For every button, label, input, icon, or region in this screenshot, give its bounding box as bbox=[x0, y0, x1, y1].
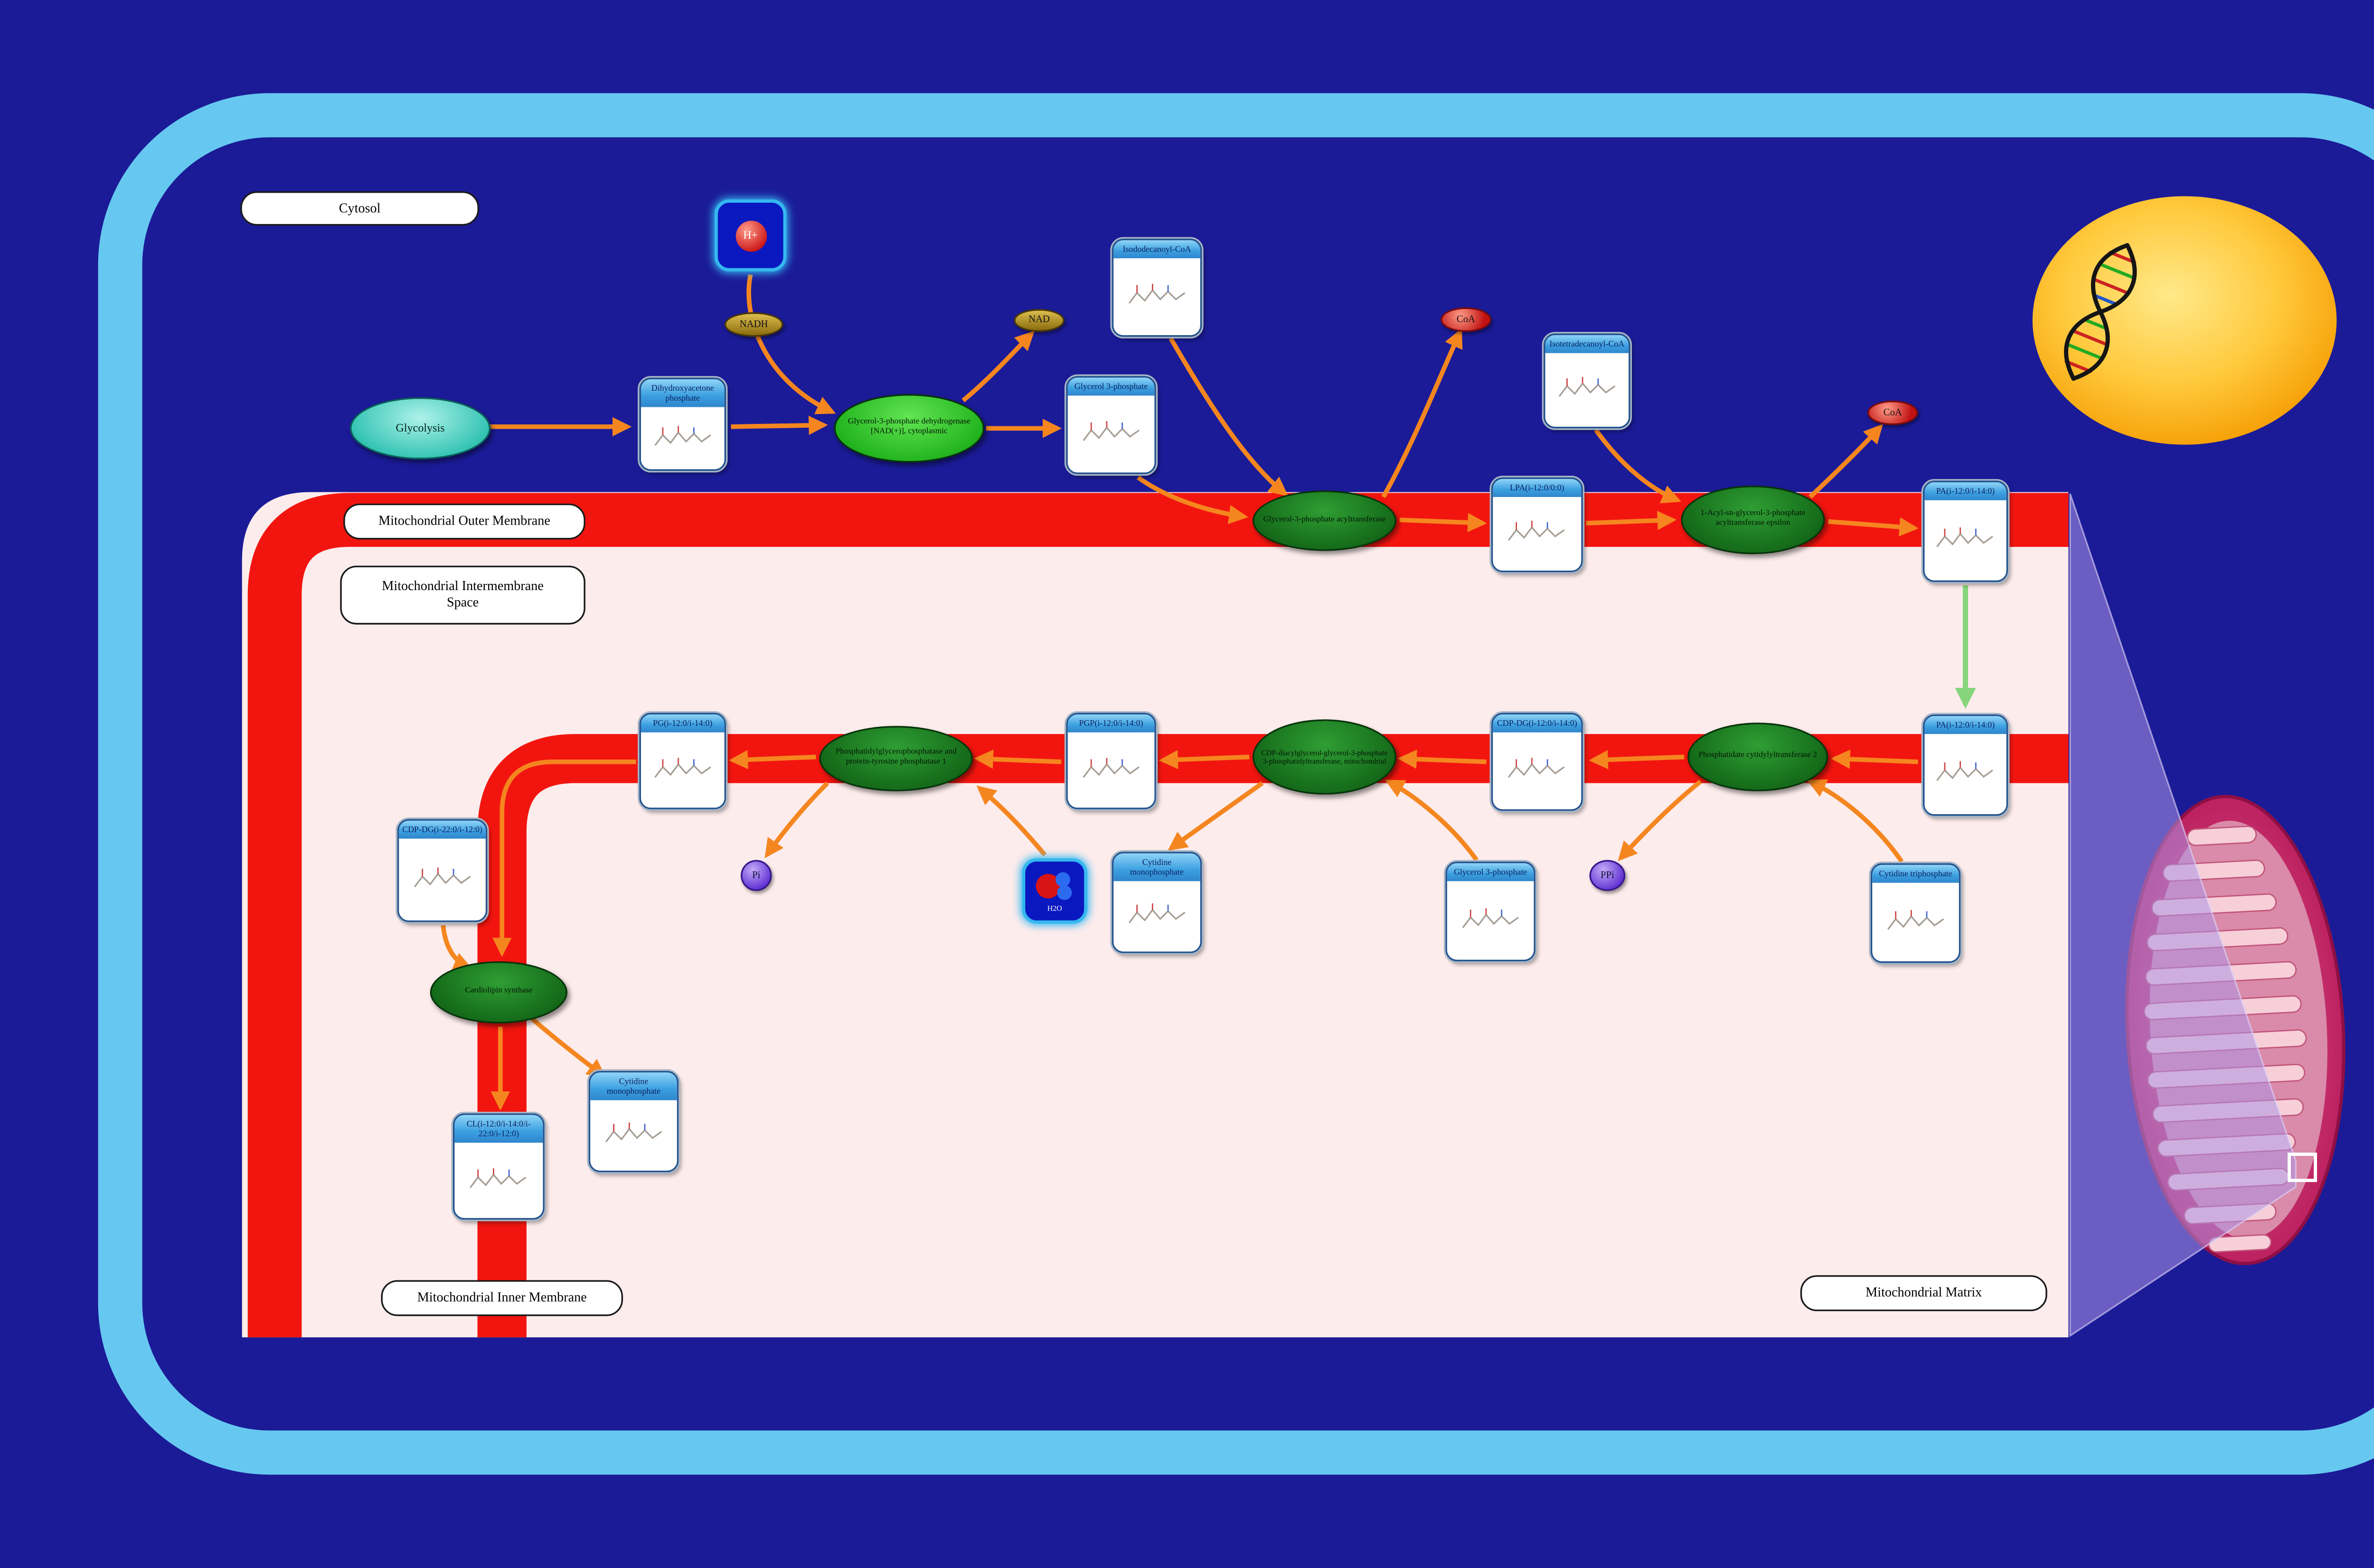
metabolite-label: Isododecanoyl-CoA bbox=[1113, 240, 1200, 259]
enzyme-ptpmt1[interactable]: Phosphatidylglycerophosphatase and prote… bbox=[819, 726, 973, 791]
cofactor-nad[interactable]: NAD bbox=[1014, 309, 1065, 332]
metabolite-cytidine-monophosphate-1[interactable]: Cytidine monophosphate bbox=[1110, 850, 1204, 955]
metabolite-label: PA(i-12:0/i-14:0) bbox=[1924, 482, 2007, 501]
chemical-structure bbox=[1067, 395, 1155, 473]
metabolite-label: Glycerol 3-phosphate bbox=[1447, 863, 1534, 882]
label-outer-membrane: Mitochondrial Outer Membrane bbox=[343, 503, 585, 540]
metabolite-label: Dihydroxyacetone phosphate bbox=[641, 379, 725, 408]
label-cytosol: Cytosol bbox=[240, 191, 480, 226]
cell-membrane-outline bbox=[98, 93, 2374, 1475]
metabolite-label: CDP-DG(i-12:0/i-14:0) bbox=[1493, 714, 1582, 733]
metabolite-label: PA(i-12:0/i-14:0) bbox=[1924, 716, 2007, 734]
metabolite-label: PGP(i-12:0/i-14:0) bbox=[1067, 714, 1155, 733]
cofactor-ppi[interactable]: PPi bbox=[1589, 860, 1626, 891]
chemical-structure bbox=[641, 407, 725, 469]
chemical-structure bbox=[1924, 734, 2007, 815]
chemical-structure bbox=[454, 1143, 543, 1218]
cofactor-nadh[interactable]: NADH bbox=[724, 312, 783, 337]
proton-icon: H+ bbox=[735, 220, 766, 251]
enzyme-glycerol-3-phosphate-acyltransferase[interactable]: Glycerol-3-phosphate acyltransferase bbox=[1253, 490, 1397, 551]
chemical-structure bbox=[1113, 258, 1200, 335]
chemical-structure bbox=[399, 839, 486, 920]
enzyme-glycerol-3-phosphate-dehydrogenase[interactable]: Glycerol-3-phosphate dehydrogenase [NAD(… bbox=[834, 394, 985, 463]
chemical-structure bbox=[1493, 497, 1582, 571]
chemical-structure bbox=[1447, 881, 1534, 960]
metabolite-label: Glycerol 3-phosphate bbox=[1067, 377, 1155, 396]
chemical-structure bbox=[1924, 500, 2007, 581]
chemical-structure bbox=[1493, 732, 1582, 809]
metabolite-isotetradecanoyl-coa[interactable]: Isotetradecanoyl-CoA bbox=[1542, 332, 1632, 430]
chemical-structure bbox=[590, 1100, 677, 1171]
metabolite-pg[interactable]: PG(i-12:0/i-14:0) bbox=[638, 711, 728, 811]
label-matrix: Mitochondrial Matrix bbox=[1800, 1275, 2047, 1312]
metabolite-label: Cytidine monophosphate bbox=[590, 1072, 677, 1101]
chemical-structure bbox=[1872, 883, 1959, 962]
chemical-structure bbox=[1113, 882, 1200, 952]
metabolite-lpa[interactable]: LPA(i-12:0/0:0) bbox=[1489, 476, 1585, 574]
metabolite-label: Cytidine monophosphate bbox=[1113, 853, 1200, 882]
zoom-beam bbox=[2069, 493, 2297, 1337]
metabolite-cytidine-triphosphate[interactable]: Cytidine triphosphate bbox=[1869, 861, 1962, 965]
nucleus-illustration bbox=[2032, 196, 2337, 445]
water-molecule-icon bbox=[1036, 872, 1072, 900]
chemical-structure bbox=[1545, 353, 1629, 427]
enzyme-agpat-epsilon[interactable]: 1-Acyl-sn-glycerol-3-phosphate acyltrans… bbox=[1681, 485, 1825, 554]
metabolite-label: CL(i-12:0/i-14:0/i-22:0/i-12:0) bbox=[454, 1115, 543, 1144]
metabolite-cardiolipin[interactable]: CL(i-12:0/i-14:0/i-22:0/i-12:0) bbox=[451, 1111, 546, 1221]
zoom-region-marker bbox=[2288, 1152, 2317, 1182]
metabolite-label: Isotetradecanoyl-CoA bbox=[1545, 335, 1629, 354]
metabolite-label: Cytidine triphosphate bbox=[1872, 864, 1959, 883]
metabolite-dihydroxyacetone-phosphate[interactable]: Dihydroxyacetone phosphate bbox=[638, 376, 728, 473]
metabolite-pgp[interactable]: PGP(i-12:0/i-14:0) bbox=[1064, 711, 1158, 811]
label-intermembrane-space: Mitochondrial Intermembrane Space bbox=[340, 565, 585, 625]
chemical-structure bbox=[641, 732, 725, 808]
metabolite-label: CDP-DG(i-22:0/i-12:0) bbox=[399, 820, 486, 839]
metabolite-cytidine-monophosphate-2[interactable]: Cytidine monophosphate bbox=[587, 1069, 680, 1174]
metabolite-glycerol-3-phosphate-matrix[interactable]: Glycerol 3-phosphate bbox=[1443, 860, 1537, 963]
cofactor-coa-2[interactable]: CoA bbox=[1867, 400, 1918, 425]
metabolite-cdp-dg-2[interactable]: CDP-DG(i-22:0/i-12:0) bbox=[396, 817, 489, 924]
enzyme-phosphatidate-cytidylyltransferase-2[interactable]: Phosphatidate cytidylyltransferase 2 bbox=[1687, 723, 1828, 791]
metabolite-label: LPA(i-12:0/0:0) bbox=[1493, 479, 1582, 498]
process-glycolysis[interactable]: Glycolysis bbox=[349, 397, 491, 460]
water-label: H2O bbox=[1047, 904, 1062, 912]
outer-membrane-band bbox=[247, 493, 2069, 1338]
enzyme-pgp-synthase[interactable]: CDP-diacylglycerol-glycerol-3-phosphate … bbox=[1253, 719, 1397, 795]
metabolite-pa-outer[interactable]: PA(i-12:0/i-14:0) bbox=[1921, 479, 2010, 584]
metabolite-cdp-dg-1[interactable]: CDP-DG(i-12:0/i-14:0) bbox=[1489, 711, 1585, 813]
metabolite-pa-inner[interactable]: PA(i-12:0/i-14:0) bbox=[1921, 713, 2010, 817]
metabolite-glycerol-3-phosphate-cytosol[interactable]: Glycerol 3-phosphate bbox=[1064, 374, 1158, 476]
metabolite-isododecanoyl-coa[interactable]: Isododecanoyl-CoA bbox=[1110, 237, 1204, 338]
proton-tile[interactable]: H+ bbox=[714, 199, 787, 272]
cofactor-coa-1[interactable]: CoA bbox=[1441, 307, 1491, 332]
metabolite-label: PG(i-12:0/i-14:0) bbox=[641, 714, 725, 733]
cofactor-pi[interactable]: Pi bbox=[741, 860, 772, 891]
label-inner-membrane: Mitochondrial Inner Membrane bbox=[381, 1280, 623, 1316]
water-tile[interactable]: H2O bbox=[1022, 858, 1088, 924]
chemical-structure bbox=[1067, 732, 1155, 808]
enzyme-cardiolipin-synthase[interactable]: Cardiolipin synthase bbox=[430, 961, 568, 1023]
